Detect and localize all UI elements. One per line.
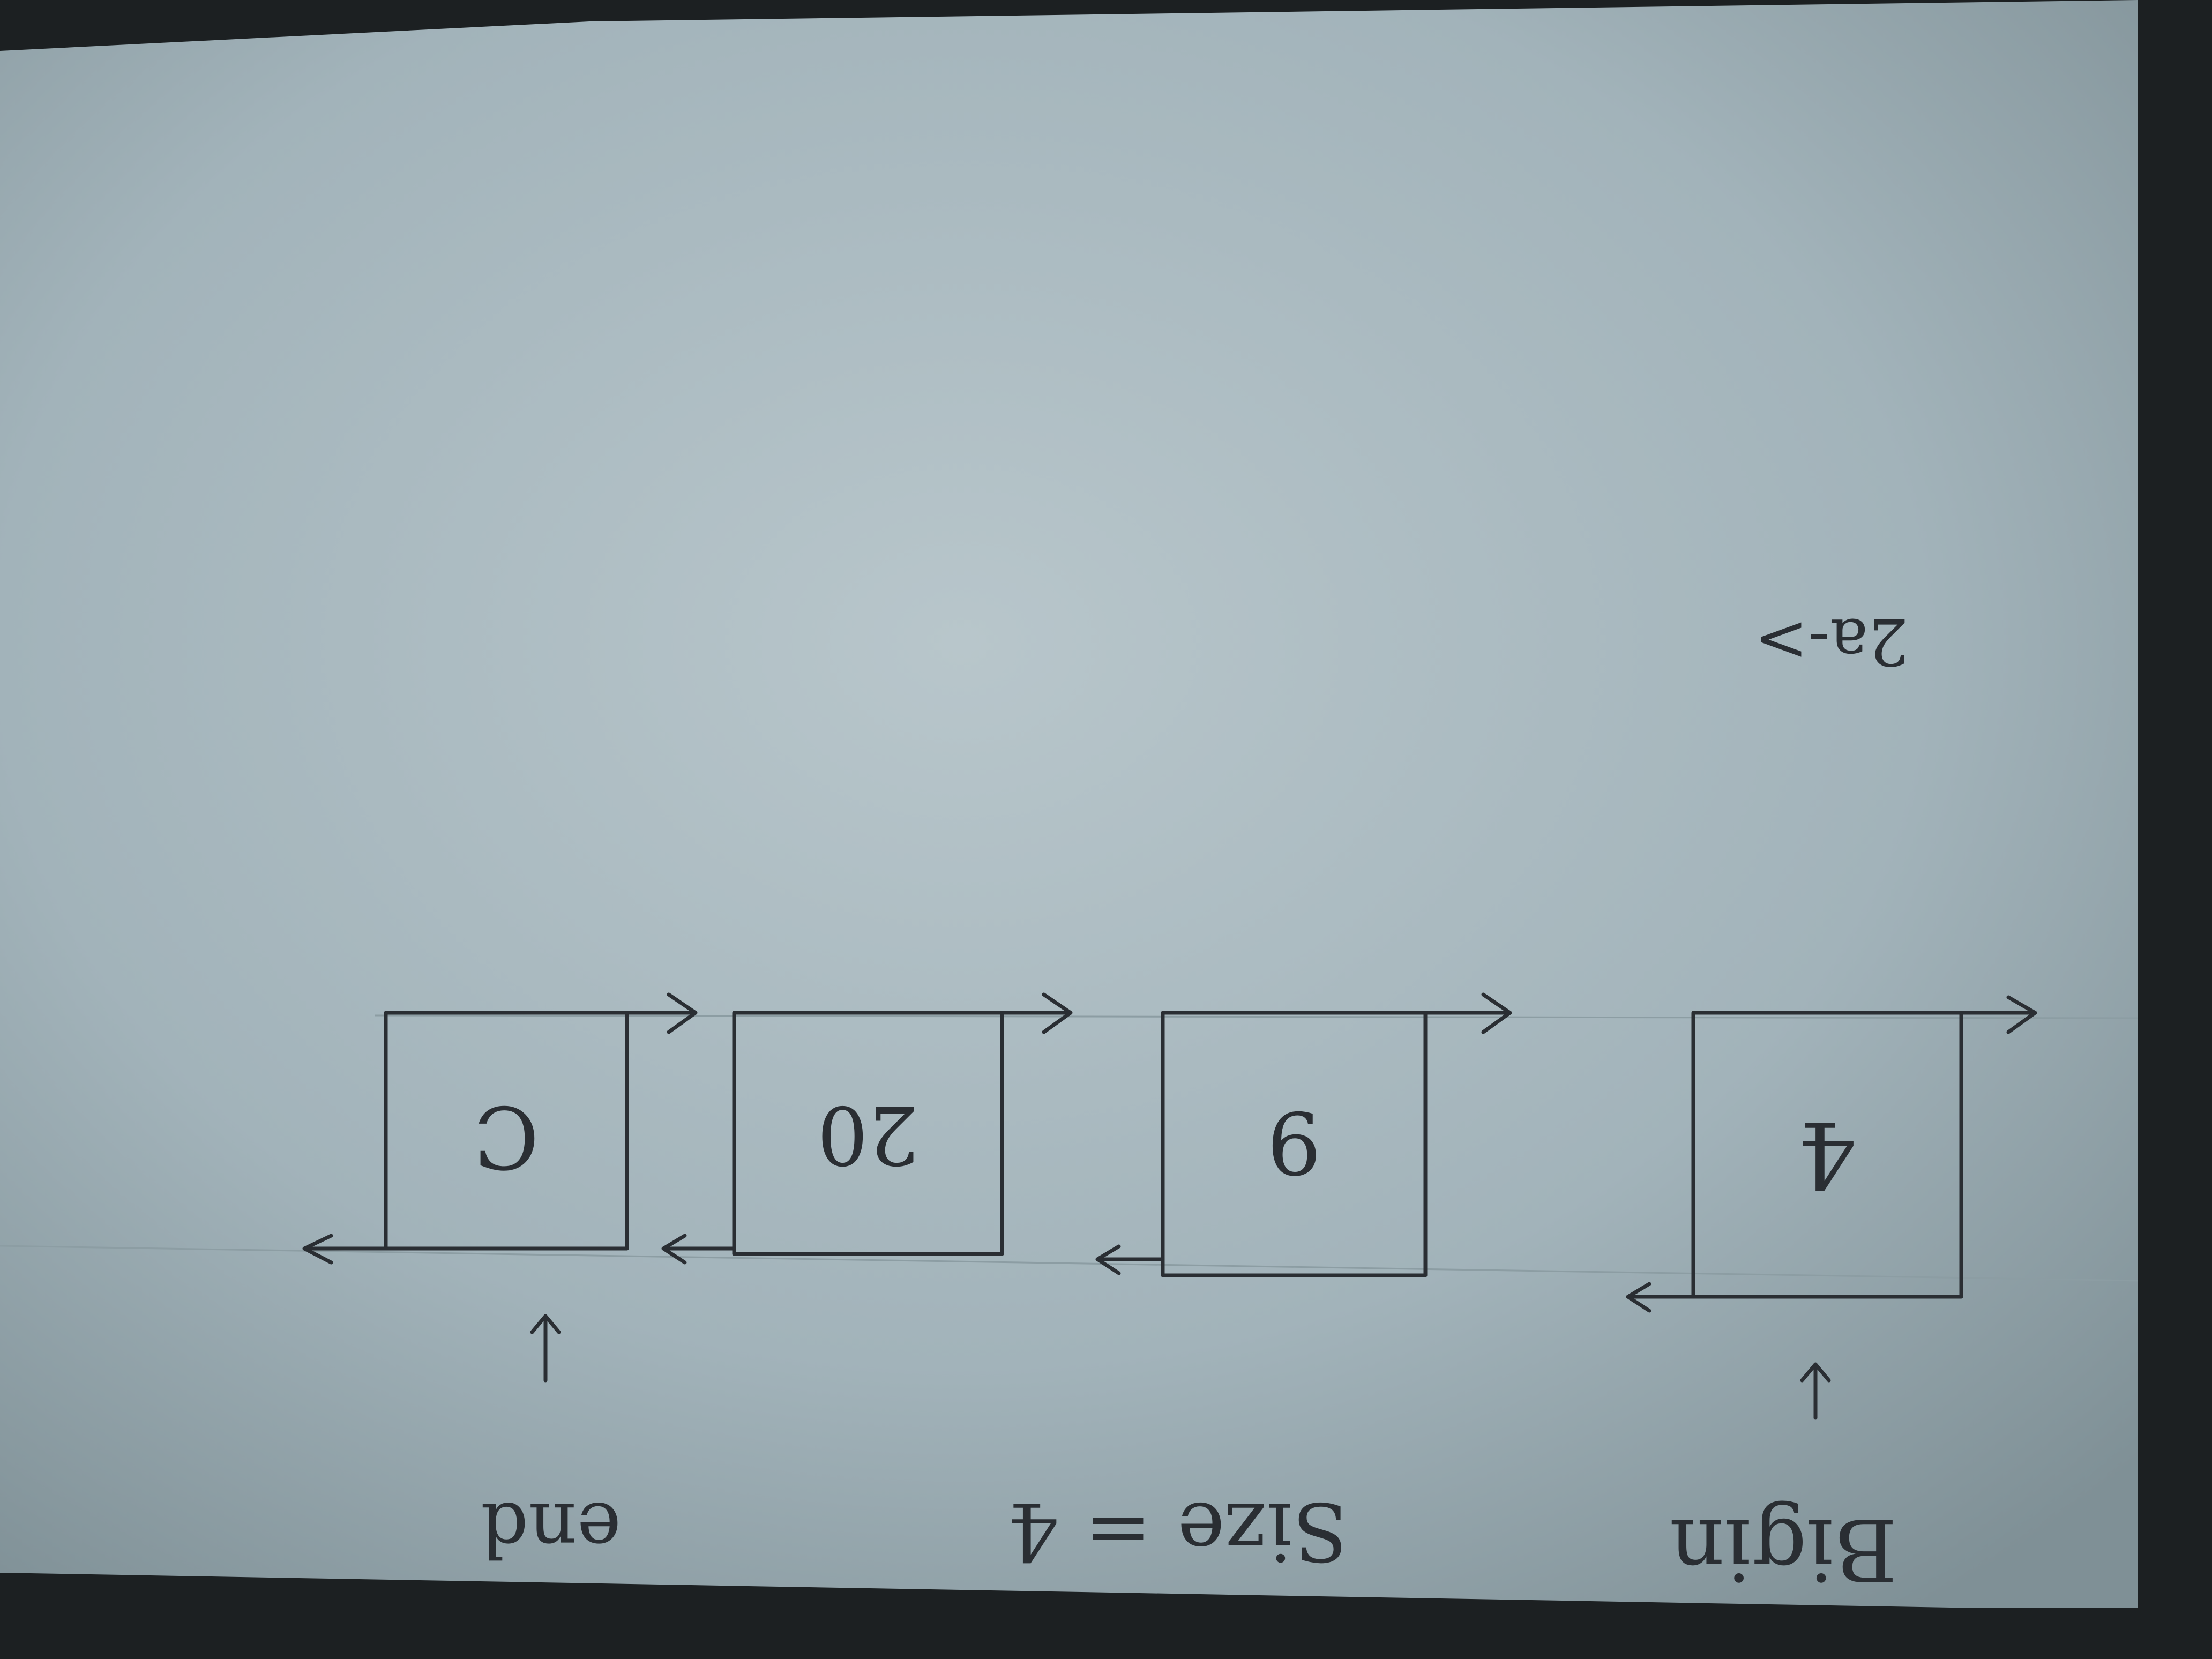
prev-pointer-arrow [661,1234,736,1265]
list-node [302,992,698,1265]
node-box [1691,1011,1963,1299]
list-node [1095,992,1512,1277]
node-value: 20 [817,1088,920,1181]
paper-sheet [0,0,2138,1608]
corner-note: 2a-> [1754,604,1909,678]
list-node [1626,995,2037,1313]
next-pointer-arrow [1423,992,1512,1034]
node-value: 4 [1798,1101,1856,1207]
next-pointer-arrow [1000,992,1073,1034]
node-box [384,1011,629,1251]
next-pointer-arrow [625,992,698,1034]
end-label: end [481,1485,622,1573]
node-value: 9 [1267,1092,1321,1192]
prev-pointer-arrow [302,1234,388,1265]
node-box [732,1011,1004,1256]
ruling-line [375,1014,2139,1019]
next-pointer-arrow [1959,995,2037,1034]
ruling-line [0,1245,2139,1282]
node-value: C [474,1087,539,1187]
begin-pointer-arrow [1800,1362,1831,1420]
prev-pointer-arrow [1095,1244,1165,1275]
end-pointer-arrow [530,1314,561,1382]
prev-pointer-arrow [1626,1282,1695,1313]
handwritten-diagram: 4 9 20 C Bigin Size = 4 end 2a-> [302,604,2037,1600]
begin-label: Bigin [1669,1499,1897,1600]
size-label: Size = 4 [1007,1484,1348,1578]
list-node [661,992,1073,1265]
node-box [1161,1011,1428,1277]
